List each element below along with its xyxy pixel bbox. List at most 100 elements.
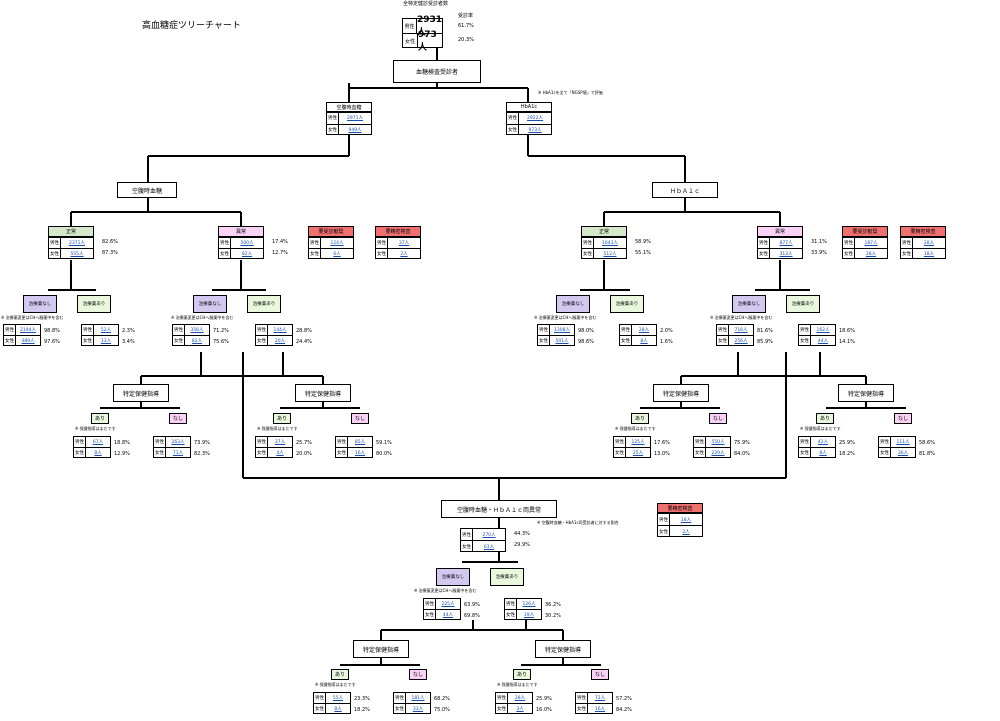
link[interactable]: 225人 bbox=[441, 602, 455, 607]
link[interactable]: 126人 bbox=[522, 602, 536, 607]
link[interactable]: 2971人 bbox=[347, 116, 363, 122]
female-label: 女性 bbox=[614, 448, 626, 458]
percent-female: 87.3% bbox=[102, 250, 118, 256]
percent-female: 98.6% bbox=[578, 339, 594, 345]
link[interactable]: 67人 bbox=[92, 440, 104, 445]
link[interactable]: 16人 bbox=[354, 451, 366, 456]
link[interactable]: 28人 bbox=[923, 241, 935, 246]
link[interactable]: 111人 bbox=[896, 440, 910, 445]
male-label: 男性 bbox=[394, 693, 406, 703]
male-label: 男性 bbox=[694, 437, 706, 447]
link[interactable]: 8人 bbox=[94, 451, 102, 456]
link[interactable]: 6人 bbox=[333, 252, 341, 257]
link[interactable]: 13人 bbox=[100, 339, 112, 344]
treatment-none-box: 治療薬なし bbox=[732, 295, 766, 313]
male-label: 男性 bbox=[74, 437, 86, 447]
link[interactable]: 973人 bbox=[528, 127, 542, 133]
link[interactable]: 4人 bbox=[276, 451, 284, 456]
link[interactable]: 36人 bbox=[897, 451, 909, 456]
percent-male: 28.8% bbox=[296, 328, 312, 334]
link[interactable]: 3人 bbox=[516, 707, 524, 712]
link[interactable]: 2人 bbox=[400, 252, 408, 257]
link[interactable]: 1643人 bbox=[602, 241, 618, 246]
link[interactable]: 144人 bbox=[273, 328, 287, 333]
link[interactable]: 229人 bbox=[711, 451, 725, 456]
link[interactable]: 501人 bbox=[555, 339, 569, 344]
link[interactable]: 555人 bbox=[70, 252, 84, 257]
link[interactable]: 25人 bbox=[632, 451, 644, 456]
link[interactable]: 124人 bbox=[330, 241, 344, 246]
percent-female: 18.2% bbox=[839, 451, 855, 457]
link[interactable]: 18人 bbox=[680, 517, 692, 523]
link[interactable]: 72人 bbox=[594, 696, 606, 701]
female-label: 女性 bbox=[620, 336, 632, 346]
link[interactable]: 28人 bbox=[514, 696, 526, 701]
link[interactable]: 716人 bbox=[734, 328, 748, 333]
link[interactable]: 162人 bbox=[816, 328, 830, 333]
link[interactable]: 877人 bbox=[779, 241, 793, 246]
percent-female: 84.0% bbox=[734, 451, 750, 457]
link[interactable]: 37人 bbox=[398, 241, 410, 246]
link[interactable]: 181人 bbox=[411, 696, 425, 701]
guidance-no: なし bbox=[169, 413, 187, 424]
link[interactable]: 489人 bbox=[21, 339, 35, 344]
link[interactable]: 8人 bbox=[334, 707, 342, 712]
link[interactable]: 2922人 bbox=[527, 116, 543, 122]
link[interactable]: 18人 bbox=[923, 252, 935, 257]
link[interactable]: 63人 bbox=[483, 544, 495, 550]
percent-female: 1.6% bbox=[660, 339, 673, 345]
link[interactable]: 313人 bbox=[779, 252, 793, 257]
guidance-yes: あり bbox=[331, 669, 349, 680]
link[interactable]: 270人 bbox=[482, 532, 496, 538]
link[interactable]: 256人 bbox=[734, 339, 748, 344]
link[interactable]: 263人 bbox=[171, 440, 185, 445]
female-label: 女性 bbox=[336, 448, 348, 458]
link[interactable]: 19人 bbox=[523, 613, 535, 618]
guidance-note: ※ 保健指導はまだです bbox=[75, 426, 116, 431]
link[interactable]: 42人 bbox=[817, 440, 829, 445]
link[interactable]: 85人 bbox=[354, 440, 366, 445]
link[interactable]: 949人 bbox=[348, 127, 362, 133]
link[interactable]: 512人 bbox=[603, 252, 617, 257]
link[interactable]: 37人 bbox=[274, 440, 286, 445]
link[interactable]: 356人 bbox=[190, 328, 204, 333]
link[interactable]: 28人 bbox=[638, 328, 650, 333]
link[interactable]: 82人 bbox=[241, 252, 253, 257]
link[interactable]: 8人 bbox=[640, 339, 648, 344]
link[interactable]: 55人 bbox=[332, 696, 344, 701]
link[interactable]: 1308人 bbox=[554, 328, 570, 333]
link[interactable]: 52人 bbox=[100, 328, 112, 333]
link[interactable]: 44人 bbox=[442, 613, 454, 618]
link[interactable]: 44人 bbox=[817, 339, 829, 344]
male-label: 男性 bbox=[538, 325, 550, 335]
link[interactable]: 28人 bbox=[865, 252, 877, 257]
link[interactable]: 20人 bbox=[274, 339, 286, 344]
link[interactable]: 2371人 bbox=[69, 241, 85, 246]
male-label: 男性 bbox=[424, 599, 436, 609]
link[interactable]: 187人 bbox=[864, 241, 878, 246]
male-label: 男性 bbox=[505, 599, 517, 609]
link[interactable]: 16人 bbox=[594, 707, 606, 712]
link[interactable]: 2194人 bbox=[20, 328, 36, 333]
link[interactable]: 2人 bbox=[682, 529, 690, 535]
fasting-group: 空腹時血糖 bbox=[117, 182, 177, 198]
link[interactable]: 71人 bbox=[172, 451, 184, 456]
link[interactable]: 125人 bbox=[631, 440, 645, 445]
link[interactable]: 8人 bbox=[819, 451, 827, 456]
link[interactable]: 33人 bbox=[412, 707, 424, 712]
link[interactable]: 82人 bbox=[191, 339, 203, 344]
link[interactable]: 500人 bbox=[240, 241, 254, 246]
guidance-node: 特定保健指導 bbox=[535, 640, 591, 658]
male-label: 男性 bbox=[799, 437, 811, 447]
percent-female: 97.6% bbox=[44, 339, 60, 345]
link[interactable]: 550人 bbox=[711, 440, 725, 445]
guidance-node: 特定保健指導 bbox=[113, 384, 169, 402]
